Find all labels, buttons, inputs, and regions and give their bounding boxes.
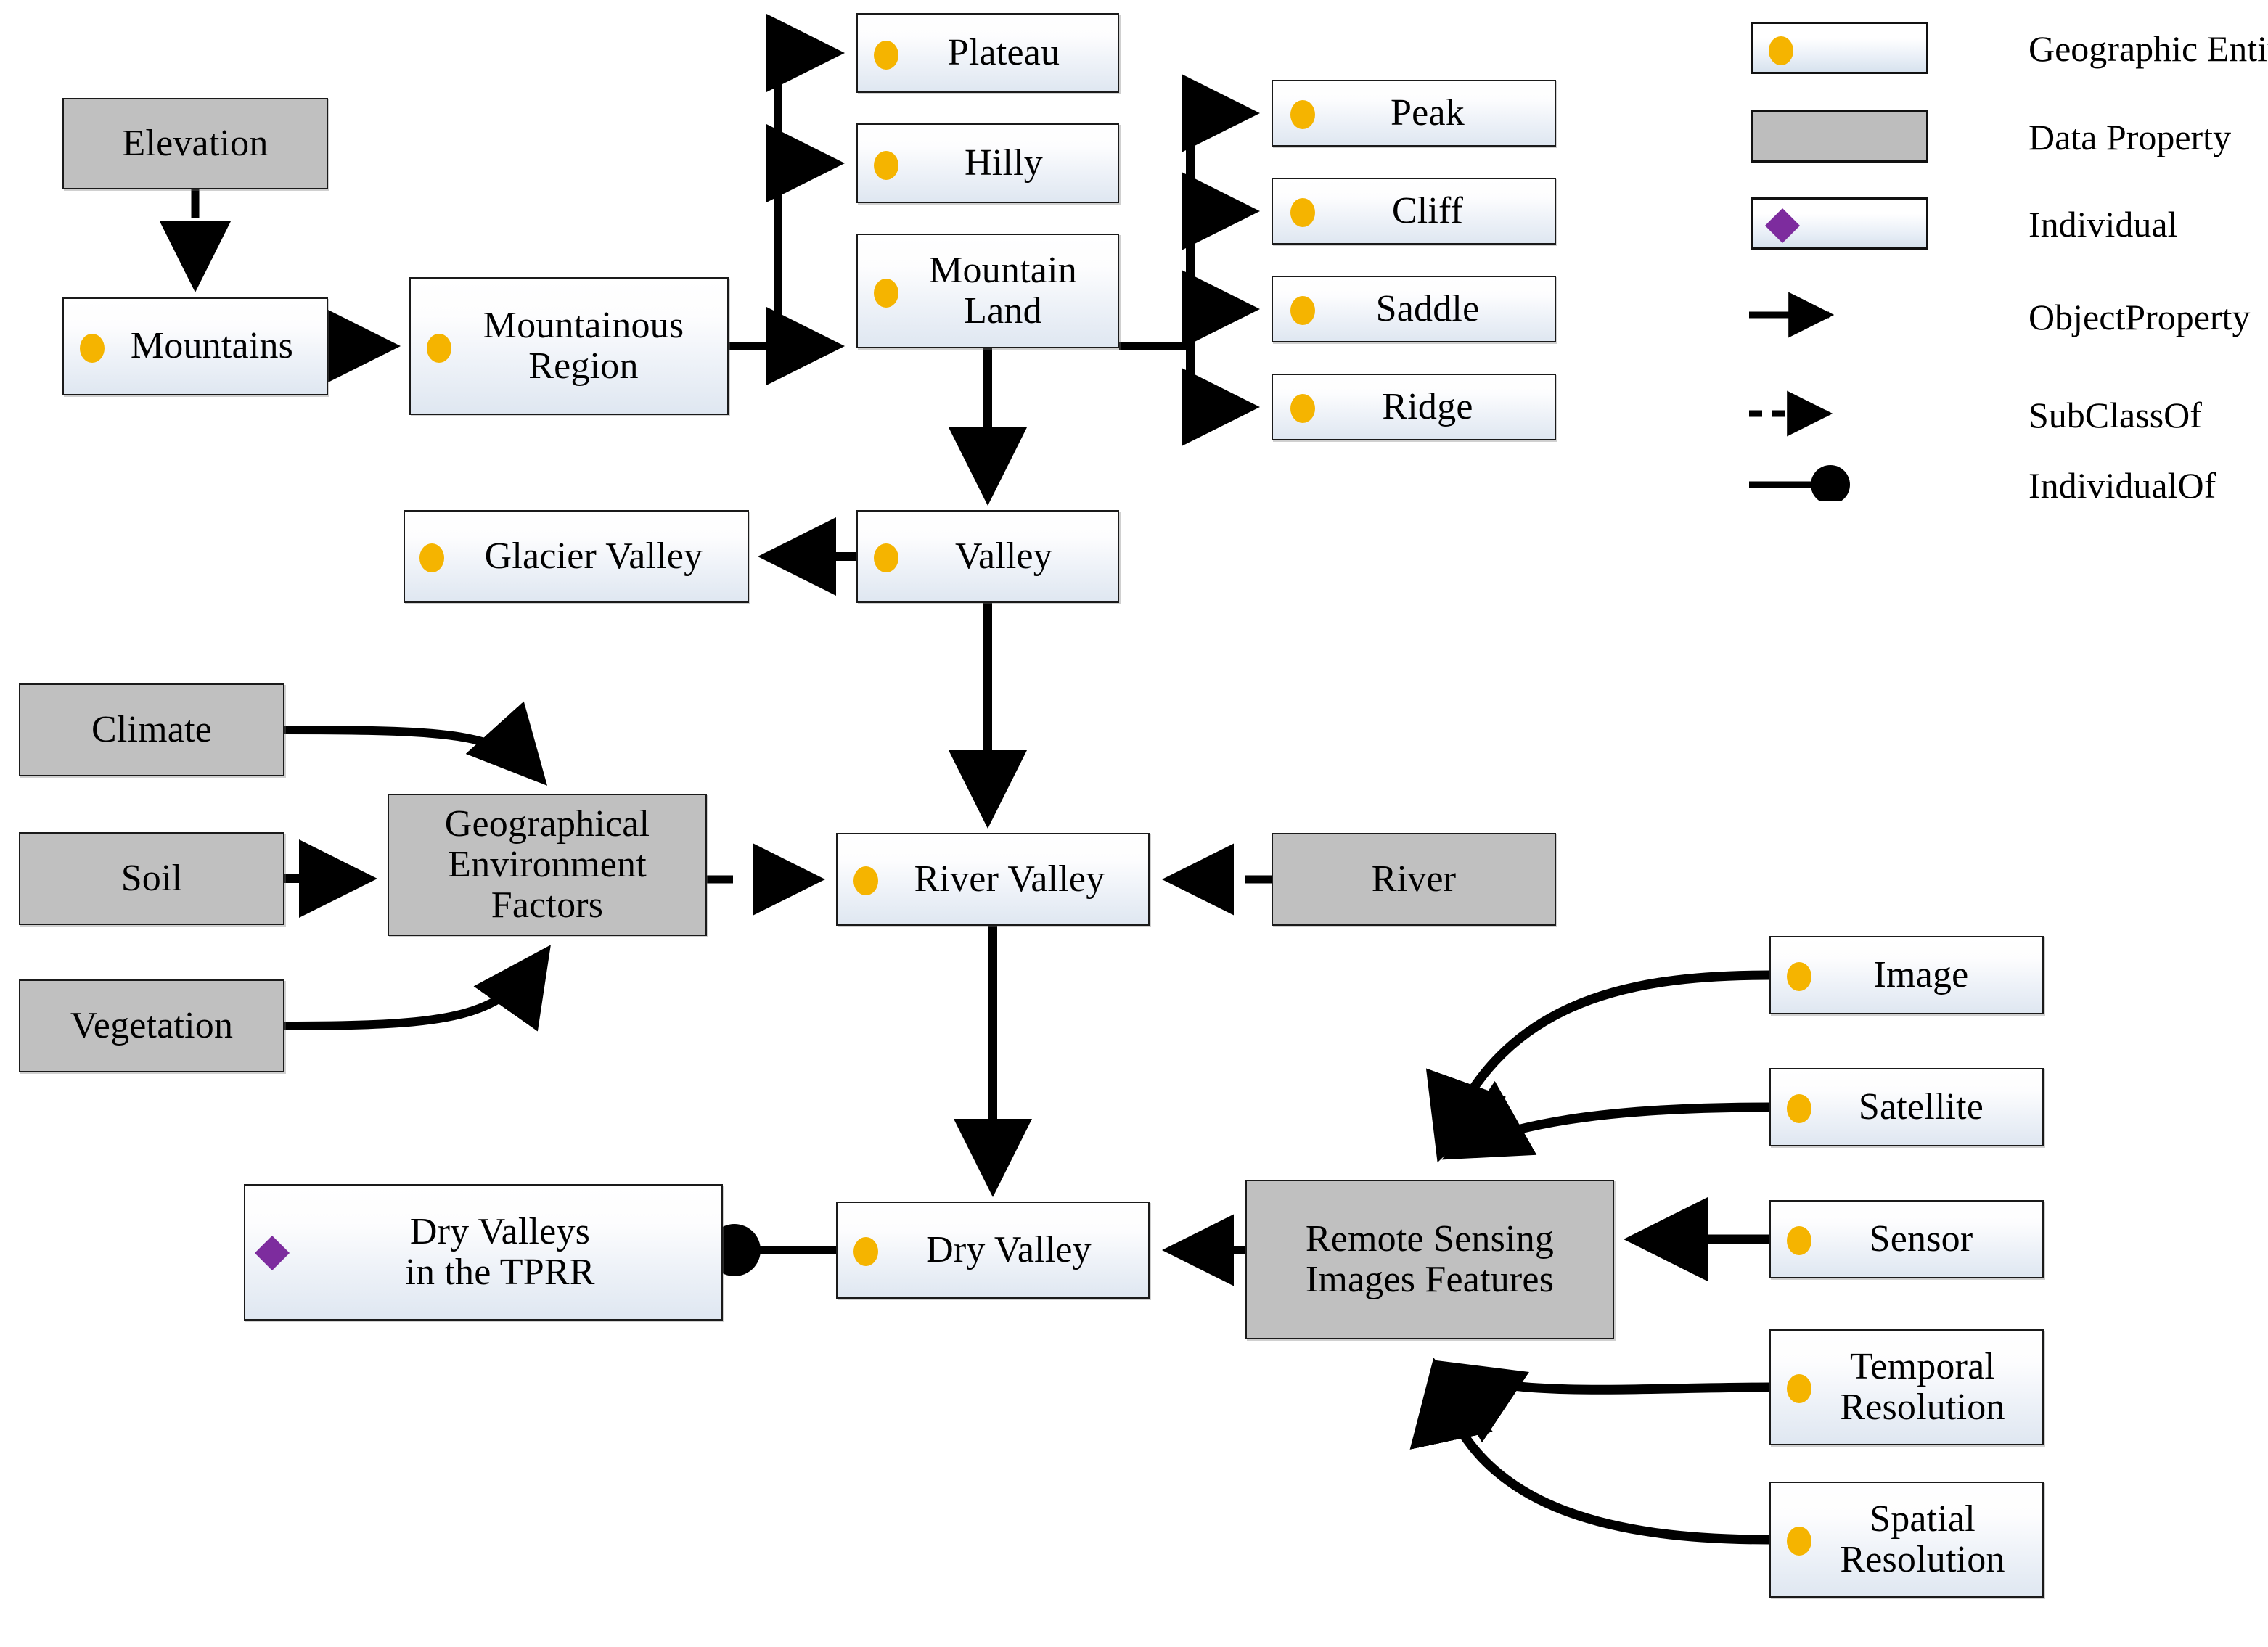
node-label: Soil <box>120 857 183 899</box>
node-ridge[interactable]: Ridge <box>1272 374 1556 440</box>
legend-swatch-geographic-entity <box>1751 22 1928 74</box>
node-label: Image <box>1873 953 1969 995</box>
legend-label-data-property: Data Property <box>2028 117 2232 157</box>
edge-satellite-rsif <box>1441 1080 1770 1160</box>
node-satellite[interactable]: Satellite <box>1769 1068 2044 1146</box>
node-label: Dry Valley <box>926 1228 1092 1270</box>
legend-label-objectproperty: ObjectProperty <box>2028 297 2251 337</box>
legend-line-samples <box>1749 292 1850 501</box>
node-river-valley[interactable]: River Valley <box>836 833 1150 926</box>
edge-image-rsif <box>1425 970 1770 1163</box>
geographic-entity-icon <box>1787 962 1811 991</box>
node-saddle[interactable]: Saddle <box>1272 276 1556 342</box>
node-label: River <box>1371 858 1457 900</box>
geographic-entity-icon <box>853 866 878 895</box>
node-label: Elevation <box>122 122 269 164</box>
node-label: Temporal Resolution <box>1840 1345 2005 1428</box>
edge-spatial-rsif <box>1409 1358 1770 1545</box>
node-label: Saddle <box>1375 287 1480 329</box>
legend-label-individual: Individual <box>2028 204 2178 245</box>
node-spatial-resolution[interactable]: Spatial Resolution <box>1769 1482 2044 1598</box>
node-label: Mountains <box>130 325 294 367</box>
node-dry-valleys-in-the-tprr[interactable]: Dry Valleys in the TPRR <box>244 1184 723 1321</box>
geographic-entity-icon <box>1290 296 1315 325</box>
node-label: Dry Valleys in the TPRR <box>405 1210 595 1293</box>
node-label: Cliff <box>1391 189 1464 231</box>
node-vegetation[interactable]: Vegetation <box>19 979 284 1072</box>
node-label: Peak <box>1391 91 1465 134</box>
node-cliff[interactable]: Cliff <box>1272 178 1556 245</box>
node-label: Plateau <box>947 31 1060 73</box>
node-sensor[interactable]: Sensor <box>1769 1200 2044 1278</box>
geographic-entity-icon <box>874 151 898 180</box>
legend-swatch-data-property <box>1751 110 1928 163</box>
node-label: Remote Sensing Images Features <box>1305 1217 1555 1300</box>
geographic-entity-icon <box>1787 1527 1811 1556</box>
individual-icon <box>254 1235 290 1271</box>
node-label: Ridge <box>1382 385 1473 427</box>
node-label: Satellite <box>1858 1085 1984 1128</box>
geographic-entity-icon <box>1290 394 1315 423</box>
geographic-entity-icon <box>874 543 898 572</box>
node-label: Valley <box>954 535 1053 577</box>
node-glacier-valley[interactable]: Glacier Valley <box>404 510 749 603</box>
node-plateau[interactable]: Plateau <box>856 13 1119 93</box>
node-label: Mountainous Region <box>483 304 684 387</box>
node-mountainous-region[interactable]: Mountainous Region <box>409 277 729 415</box>
geographic-entity-icon <box>80 334 105 363</box>
node-elevation[interactable]: Elevation <box>62 98 328 189</box>
node-label: Sensor <box>1869 1217 1973 1260</box>
yellow-circle-icon <box>1769 36 1793 65</box>
node-label: Hilly <box>965 141 1043 184</box>
node-remote-sensing-images-features[interactable]: Remote Sensing Images Features <box>1245 1180 1614 1339</box>
node-valley[interactable]: Valley <box>856 510 1119 603</box>
node-label: Spatial Resolution <box>1840 1498 2005 1580</box>
node-river[interactable]: River <box>1272 833 1556 926</box>
node-geographical-environment-factors[interactable]: Geographical Environment Factors <box>388 794 707 936</box>
geographic-entity-icon <box>1290 100 1315 129</box>
node-label: Geographical Environment Factors <box>444 802 650 927</box>
legend-swatch-individual <box>1751 197 1928 250</box>
node-label: Climate <box>91 708 213 750</box>
node-label: Mountain Land <box>929 249 1077 332</box>
geographic-entity-icon <box>419 543 444 572</box>
legend-label-individualof: IndividualOf <box>2028 465 2216 506</box>
legend-label-geographic-entity: Geographic Entiy <box>2028 28 2268 69</box>
legend-label-subclassof: SubClassOf <box>2028 395 2202 435</box>
geographic-entity-icon <box>853 1237 878 1266</box>
node-mountain-land[interactable]: Mountain Land <box>856 234 1119 348</box>
edge-temporal-rsif <box>1435 1360 1770 1443</box>
node-label: Vegetation <box>70 1004 234 1046</box>
geographic-entity-icon <box>1787 1374 1811 1403</box>
node-mountains[interactable]: Mountains <box>62 297 328 395</box>
geographic-entity-icon <box>427 334 451 363</box>
geographic-entity-icon <box>1787 1226 1811 1255</box>
node-peak[interactable]: Peak <box>1272 80 1556 147</box>
geographic-entity-icon <box>874 41 898 70</box>
purple-diamond-icon <box>1764 208 1801 244</box>
node-soil[interactable]: Soil <box>19 832 284 925</box>
node-climate[interactable]: Climate <box>19 683 284 776</box>
edge-vegetation-gef <box>284 945 551 1032</box>
edge-climate-gef <box>284 701 548 786</box>
geographic-entity-icon <box>1290 198 1315 227</box>
geographic-entity-icon <box>1787 1094 1811 1123</box>
node-label: Glacier Valley <box>484 535 703 577</box>
geographic-entity-icon <box>874 279 898 308</box>
node-dry-valley[interactable]: Dry Valley <box>836 1202 1150 1299</box>
node-label: River Valley <box>914 858 1105 900</box>
node-image[interactable]: Image <box>1769 936 2044 1014</box>
node-hilly[interactable]: Hilly <box>856 123 1119 203</box>
node-temporal-resolution[interactable]: Temporal Resolution <box>1769 1329 2044 1445</box>
